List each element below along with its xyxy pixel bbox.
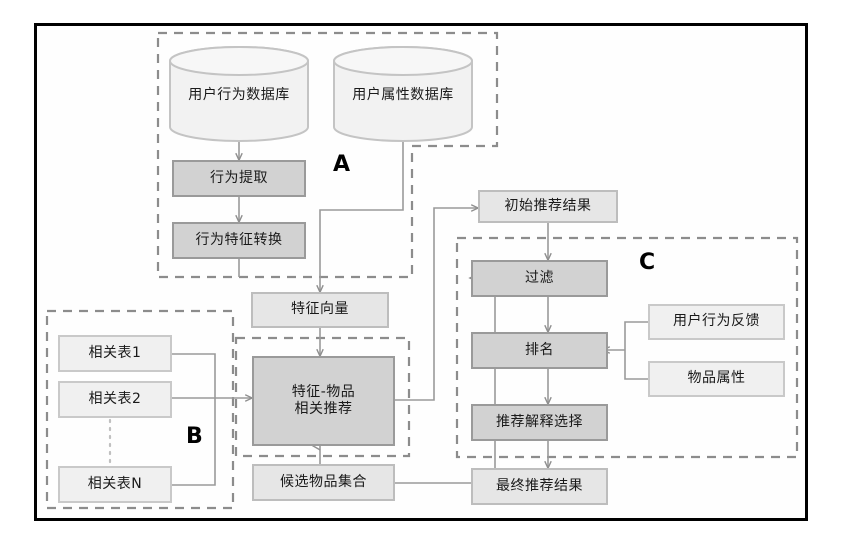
node-behavior-extract-label: 行为提取 [210,169,268,186]
edge-db-attribute-to-feature-vector [320,142,404,292]
cylinder-shape-attribute [333,46,473,142]
node-feature-vector[interactable]: 特征向量 [251,292,389,328]
node-rel-table-1-label: 相关表1 [88,344,142,361]
node-db-behavior-label: 用户行为数据库 [188,87,290,103]
node-rel-table-2-label: 相关表2 [88,390,142,407]
node-behavior-transform[interactable]: 行为特征转换 [172,222,306,259]
node-user-feedback-label: 用户行为反馈 [673,313,760,330]
node-rank-label: 排名 [525,341,554,358]
node-feature-item-rec-label: 特征-物品 相关推荐 [291,383,356,418]
node-filter[interactable]: 过滤 [471,260,608,297]
edge-rel-table-n-bus [172,398,216,486]
group-b-label: B [186,424,203,449]
node-behavior-transform-label: 行为特征转换 [195,231,283,248]
group-middle-dashed-outline [234,336,411,458]
node-candidate-set[interactable]: 候选物品集合 [252,464,395,501]
node-db-attribute-label: 用户属性数据库 [352,87,454,103]
node-explain-select-label: 推荐解释选择 [496,413,583,430]
group-a-label: A [333,152,351,177]
node-db-behavior[interactable]: 用户行为数据库 [168,45,310,143]
node-candidate-set-label: 候选物品集合 [280,473,367,490]
node-rel-table-n-label: 相关表N [87,475,143,492]
group-c-dashed-outline [455,236,799,459]
node-feature-item-rec[interactable]: 特征-物品 相关推荐 [252,356,395,446]
node-final-result[interactable]: 最终推荐结果 [471,468,608,505]
edge-rel-table-1-bus [172,353,216,398]
node-rel-table-1[interactable]: 相关表1 [58,335,172,372]
cylinder-shape-behavior [169,46,309,142]
node-rel-table-2[interactable]: 相关表2 [58,381,172,418]
node-user-feedback[interactable]: 用户行为反馈 [648,304,785,340]
node-explain-select[interactable]: 推荐解释选择 [471,404,608,441]
node-initial-result-label: 初始推荐结果 [504,197,592,214]
node-item-attribute[interactable]: 物品属性 [648,361,785,397]
node-item-attribute-label: 物品属性 [687,370,746,387]
group-c-label: C [639,250,656,275]
node-final-result-label: 最终推荐结果 [496,477,583,494]
group-a-dashed-outline [156,31,499,279]
node-rel-table-n[interactable]: 相关表N [58,466,172,503]
edge-rec-to-initial-result [395,208,478,401]
edge-feedback-to-rank [624,321,648,350]
node-rank[interactable]: 排名 [471,332,608,369]
node-feature-vector-label: 特征向量 [291,301,349,318]
node-initial-result[interactable]: 初始推荐结果 [478,190,618,223]
node-behavior-extract[interactable]: 行为提取 [172,160,306,197]
node-filter-label: 过滤 [525,269,554,286]
edge-item-attr-to-rank [624,350,648,380]
node-db-attribute[interactable]: 用户属性数据库 [332,45,474,143]
